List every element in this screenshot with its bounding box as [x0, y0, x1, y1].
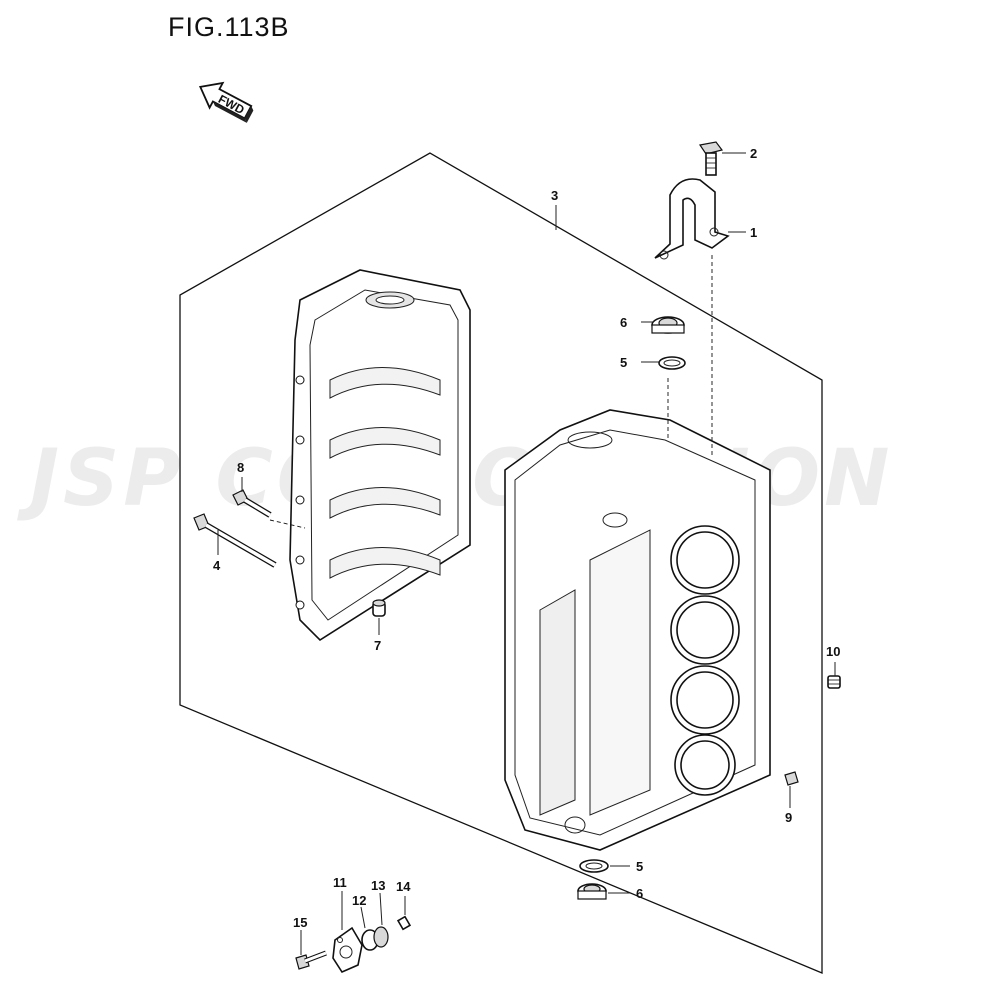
leader-lines — [217, 152, 836, 955]
callout-13: 13 — [371, 878, 385, 893]
assembly-frame — [179, 152, 823, 974]
cover-assembly-parts — [295, 915, 412, 974]
callout-labels: 2 1 3 6 5 8 4 7 10 9 5 6 11 13 14 12 15 — [213, 146, 840, 930]
alignment-lines — [269, 255, 713, 529]
fwd-arrow-icon: FWD — [198, 81, 254, 123]
callout-5-bottom: 5 — [636, 859, 643, 874]
callout-7: 7 — [374, 638, 381, 653]
callout-4: 4 — [213, 558, 221, 573]
callout-6-bottom: 6 — [636, 886, 643, 901]
callout-2: 2 — [750, 146, 757, 161]
callout-8: 8 — [237, 460, 244, 475]
callout-12: 12 — [352, 893, 366, 908]
callout-5-top: 5 — [620, 355, 627, 370]
plug-part-9 — [784, 771, 799, 786]
stud-part — [827, 675, 841, 689]
plug-part-top — [651, 316, 685, 334]
callout-6-top: 6 — [620, 315, 627, 330]
gasket-part-top — [658, 356, 686, 370]
figure-title: FIG.113B — [168, 12, 290, 42]
callout-14: 14 — [396, 879, 411, 894]
callout-11: 11 — [333, 875, 347, 890]
cylinder-block — [504, 409, 771, 851]
dowel-pin-part — [372, 599, 386, 617]
callout-10: 10 — [826, 644, 840, 659]
callout-15: 15 — [293, 915, 307, 930]
callout-3: 3 — [551, 188, 558, 203]
bracket-part — [654, 178, 730, 260]
bolt-part — [698, 141, 724, 176]
callout-9: 9 — [785, 810, 792, 825]
crankcase-half-left — [289, 269, 471, 642]
gasket-part-bottom — [579, 859, 609, 873]
callout-1: 1 — [750, 225, 757, 240]
plug-part-bottom — [577, 883, 607, 900]
bolt-8-part — [232, 489, 272, 518]
